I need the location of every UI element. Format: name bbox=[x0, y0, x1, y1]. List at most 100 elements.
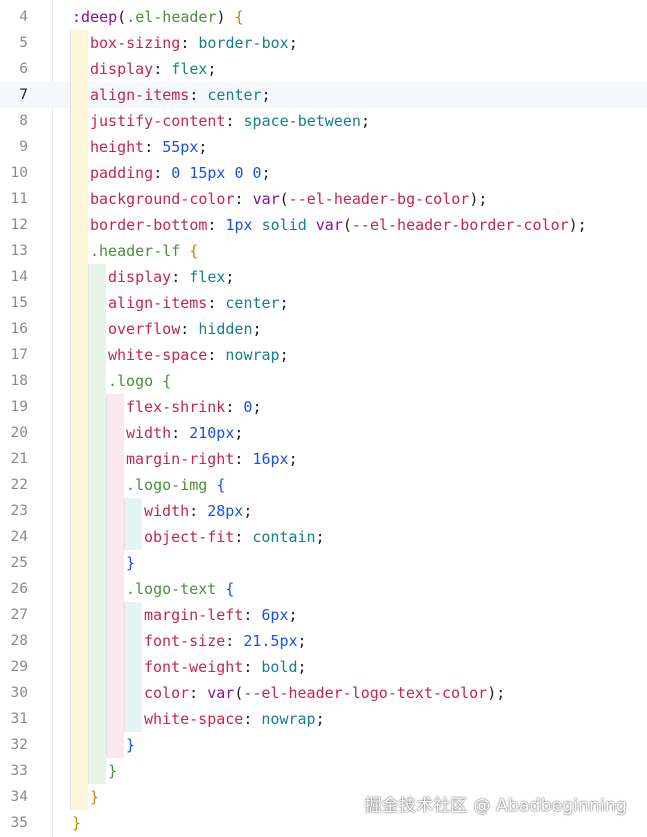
code-text[interactable]: align-items: center; bbox=[108, 290, 289, 316]
code-text[interactable]: } bbox=[126, 550, 135, 576]
code-text[interactable]: font-weight: bold; bbox=[144, 654, 307, 680]
indent-guide bbox=[70, 472, 88, 498]
code-text[interactable]: padding: 0 15px 0 0; bbox=[90, 160, 271, 186]
token-value: contain bbox=[252, 528, 316, 546]
indent-guide-line bbox=[70, 524, 71, 550]
code-text[interactable]: align-items: center; bbox=[90, 82, 271, 108]
code-line[interactable]: 32} bbox=[0, 732, 647, 758]
indent-guide-line bbox=[88, 472, 89, 498]
code-line[interactable]: 22.logo-img { bbox=[0, 472, 647, 498]
code-text[interactable]: color: var(--el-header-logo-text-color); bbox=[144, 680, 505, 706]
line-number: 12 bbox=[10, 217, 28, 233]
token-value: center bbox=[207, 86, 262, 104]
token-number: 28px bbox=[207, 502, 244, 520]
code-line[interactable]: 23 width: 28px; bbox=[0, 498, 647, 524]
indent-guide-line bbox=[70, 238, 71, 264]
code-text[interactable]: .logo-img { bbox=[126, 472, 225, 498]
code-text[interactable]: border-bottom: 1px solid var(--el-header… bbox=[90, 212, 587, 238]
code-text[interactable]: } bbox=[90, 784, 99, 810]
code-text[interactable]: margin-left: 6px; bbox=[144, 602, 298, 628]
token-punct: : bbox=[234, 528, 253, 546]
code-line[interactable]: 34} bbox=[0, 784, 647, 810]
code-line[interactable]: 4:deep(.el-header) { bbox=[0, 4, 647, 30]
code-text[interactable]: height: 55px; bbox=[90, 134, 207, 160]
token-pseudo: :deep bbox=[72, 8, 118, 26]
indent-guide-line bbox=[124, 602, 125, 628]
indent-guide bbox=[70, 446, 88, 472]
indent-guide bbox=[70, 82, 88, 108]
token-punct: ; bbox=[252, 320, 262, 338]
code-text[interactable]: .header-lf { bbox=[90, 238, 198, 264]
code-line[interactable]: 33} bbox=[0, 758, 647, 784]
token-punct: : bbox=[243, 710, 262, 728]
indent-guide-line bbox=[70, 680, 71, 706]
token-punct: ; bbox=[225, 268, 235, 286]
code-line[interactable]: 18.logo { bbox=[0, 368, 647, 394]
token-property: object-fit bbox=[144, 528, 235, 546]
code-text[interactable]: width: 28px; bbox=[144, 498, 252, 524]
code-text[interactable]: white-space: nowrap; bbox=[144, 706, 325, 732]
code-text[interactable]: :deep(.el-header) { bbox=[72, 4, 244, 30]
code-line[interactable]: 13.header-lf { bbox=[0, 238, 647, 264]
code-line[interactable]: 12 border-bottom: 1px solid var(--el-head… bbox=[0, 212, 647, 238]
indent-guide bbox=[124, 524, 142, 550]
code-text[interactable]: .logo-text { bbox=[126, 576, 234, 602]
code-text[interactable]: .logo { bbox=[108, 368, 171, 394]
code-text[interactable]: font-size: 21.5px; bbox=[144, 628, 307, 654]
code-text[interactable]: white-space: nowrap; bbox=[108, 342, 289, 368]
indent-guide bbox=[88, 758, 106, 784]
token-punct: ( bbox=[117, 8, 127, 26]
code-text[interactable]: } bbox=[72, 810, 81, 836]
token-property: font-weight bbox=[144, 658, 244, 676]
indent-guide bbox=[106, 628, 124, 654]
code-text[interactable]: display: flex; bbox=[90, 56, 216, 82]
token-punct: : bbox=[171, 424, 190, 442]
code-line[interactable]: 35} bbox=[0, 810, 647, 836]
code-text[interactable]: object-fit: contain; bbox=[144, 524, 325, 550]
token-punct: ; bbox=[243, 502, 253, 520]
indent-guide-line bbox=[70, 420, 71, 446]
token-value: hidden bbox=[198, 320, 253, 338]
code-text[interactable]: } bbox=[126, 732, 135, 758]
code-line[interactable]: 26.logo-text { bbox=[0, 576, 647, 602]
token-brace: { bbox=[225, 580, 235, 598]
token-property: width bbox=[126, 424, 172, 442]
code-text[interactable]: background-color: var(--el-header-bg-col… bbox=[90, 186, 487, 212]
code-text[interactable]: } bbox=[108, 758, 117, 784]
indent-guide-line bbox=[70, 264, 71, 290]
code-text[interactable]: flex-shrink: 0; bbox=[126, 394, 261, 420]
code-line[interactable]: 25} bbox=[0, 550, 647, 576]
token-property: margin-left bbox=[144, 606, 244, 624]
code-text[interactable]: justify-content: space-between; bbox=[90, 108, 370, 134]
code-text[interactable]: margin-right: 16px; bbox=[126, 446, 298, 472]
code-text[interactable]: width: 210px; bbox=[126, 420, 243, 446]
code-text[interactable]: box-sizing: border-box; bbox=[90, 30, 298, 56]
token-punct: ; bbox=[207, 60, 217, 78]
code-text[interactable]: display: flex; bbox=[108, 264, 234, 290]
indent-guide bbox=[70, 186, 88, 212]
line-number: 23 bbox=[10, 503, 28, 519]
indent-guide-line bbox=[106, 498, 107, 524]
code-text[interactable]: overflow: hidden; bbox=[108, 316, 262, 342]
